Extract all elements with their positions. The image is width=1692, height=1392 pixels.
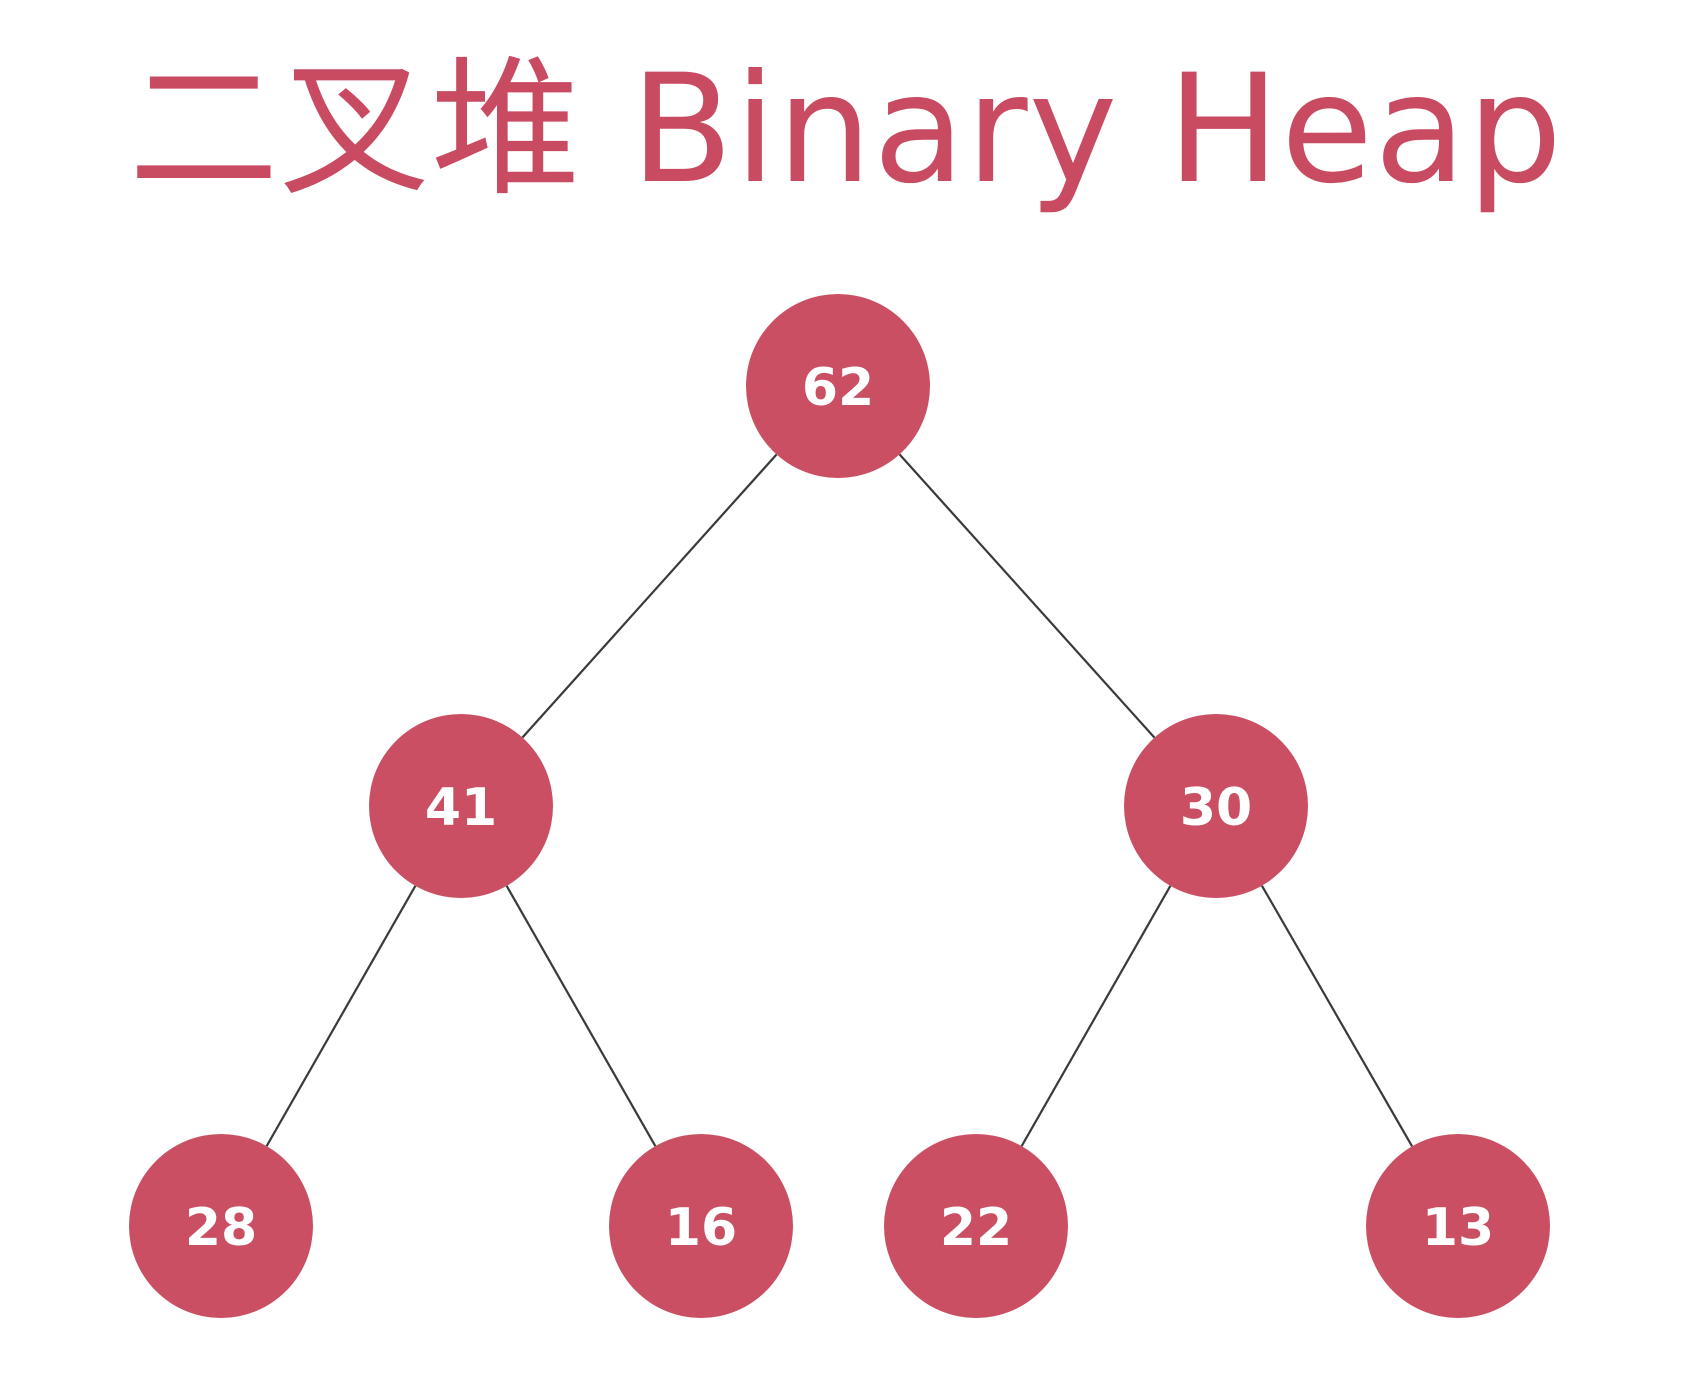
node-value: 22 xyxy=(940,1198,1012,1258)
tree-nodes: 62 41 30 28 16 22 13 xyxy=(129,294,1550,1318)
node-circle xyxy=(884,1134,1068,1318)
node-circle xyxy=(746,294,930,478)
heap-node-13: 13 xyxy=(1366,1134,1550,1318)
heap-node-22: 22 xyxy=(884,1134,1068,1318)
node-circle xyxy=(1366,1134,1550,1318)
heap-node-30: 30 xyxy=(1124,714,1308,898)
heap-node-41: 41 xyxy=(369,714,553,898)
edge-41-16 xyxy=(505,885,657,1147)
node-value: 62 xyxy=(802,358,874,418)
node-value: 41 xyxy=(425,778,497,838)
node-circle xyxy=(129,1134,313,1318)
node-value: 30 xyxy=(1180,778,1252,838)
heap-node-62: 62 xyxy=(746,294,930,478)
heap-node-28: 28 xyxy=(129,1134,313,1318)
node-circle xyxy=(369,714,553,898)
node-circle xyxy=(609,1134,793,1318)
edge-62-30 xyxy=(898,453,1156,739)
edge-41-28 xyxy=(265,885,417,1147)
node-value: 13 xyxy=(1422,1198,1494,1258)
edge-30-22 xyxy=(1020,885,1172,1147)
node-value: 28 xyxy=(185,1198,257,1258)
edge-30-13 xyxy=(1260,885,1414,1147)
edge-62-41 xyxy=(521,453,778,739)
tree-edges xyxy=(265,453,1414,1147)
node-circle xyxy=(1124,714,1308,898)
diagram-title: 二叉堆 Binary Heap xyxy=(128,43,1564,217)
heap-node-16: 16 xyxy=(609,1134,793,1318)
node-value: 16 xyxy=(665,1198,737,1258)
